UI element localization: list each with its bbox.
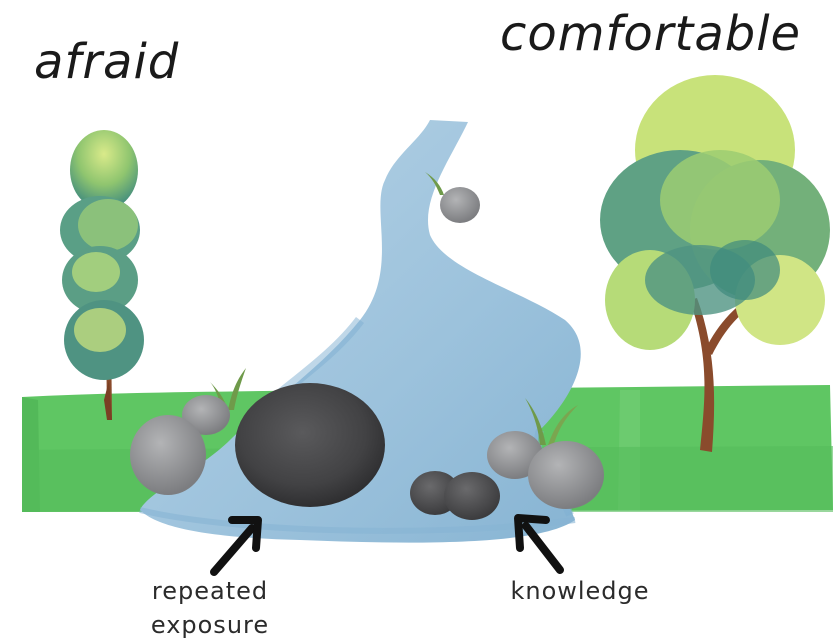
- afraid-label: afraid: [34, 34, 179, 90]
- comfortable-label: comfortable: [500, 6, 801, 62]
- caption-line: repeated: [120, 574, 300, 608]
- caption-line: exposure: [120, 608, 300, 642]
- left-tree: [60, 130, 144, 420]
- pebble: [444, 472, 500, 520]
- repeated-exposure-caption: repeated exposure: [120, 574, 300, 642]
- big-boulder: [235, 383, 385, 507]
- stone: [440, 187, 480, 223]
- knowledge-caption: knowledge: [495, 574, 665, 608]
- stone: [130, 415, 206, 495]
- stone: [528, 441, 604, 509]
